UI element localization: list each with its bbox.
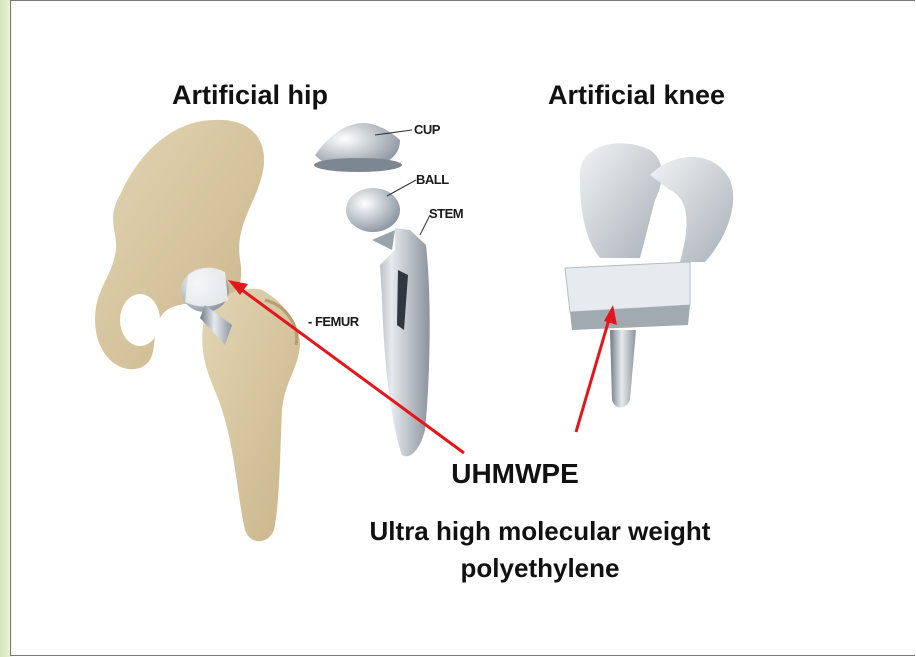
material-name-line2: polyethylene	[300, 553, 780, 584]
hip-cup	[314, 123, 402, 172]
ball-label: BALL	[416, 172, 449, 187]
cup-label: CUP	[414, 122, 440, 137]
material-abbreviation: UHMWPE	[420, 458, 610, 490]
material-name-line1: Ultra high molecular weight	[300, 516, 780, 547]
knee-implant	[565, 143, 733, 407]
knee-heading: Artificial knee	[548, 80, 725, 111]
stem-label: STEM	[429, 206, 463, 221]
hip-heading: Artificial hip	[172, 80, 328, 111]
femur-label: - FEMUR	[308, 314, 359, 329]
